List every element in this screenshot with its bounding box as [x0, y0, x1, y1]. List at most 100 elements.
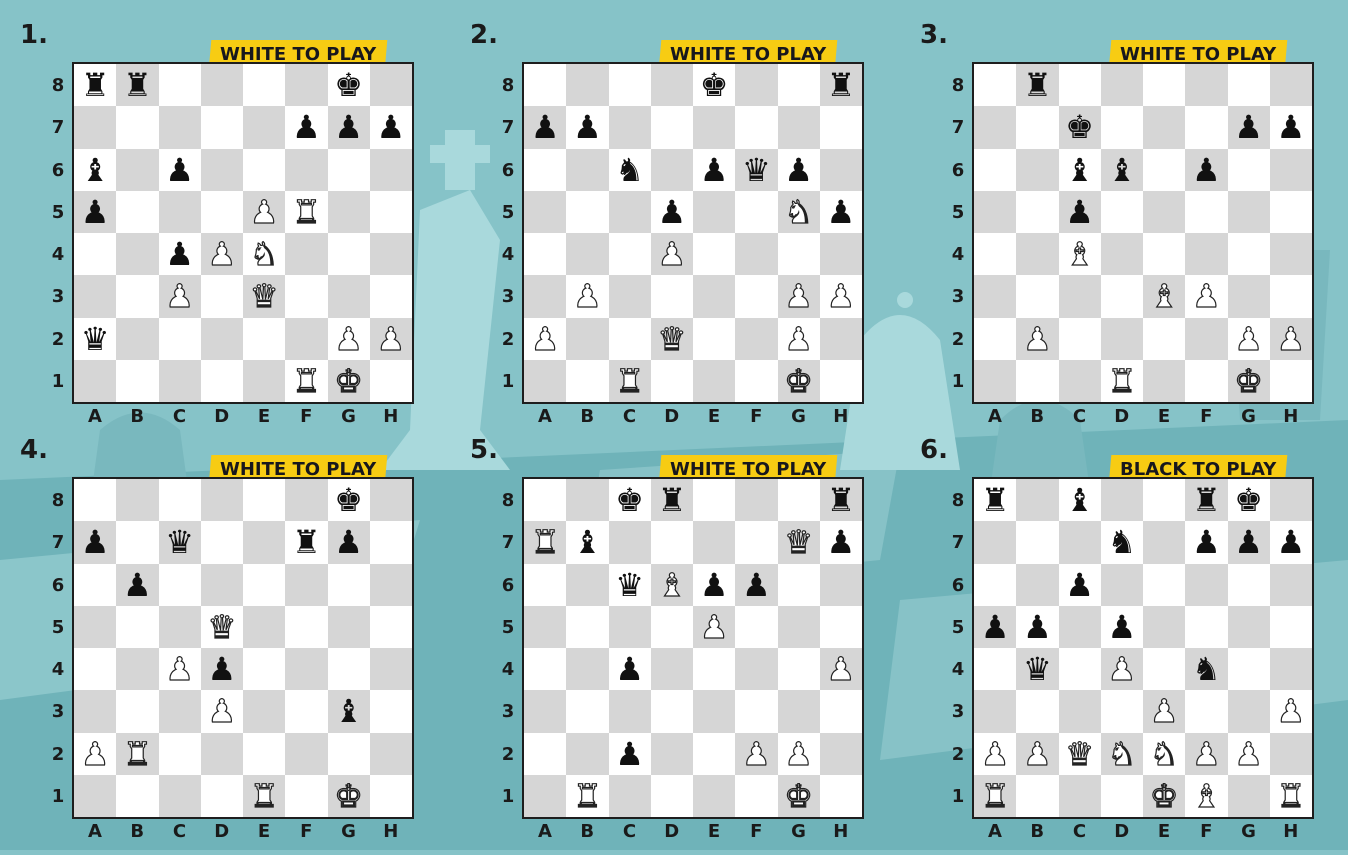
- square-b6[interactable]: [116, 149, 158, 191]
- square-e8[interactable]: [243, 479, 285, 521]
- square-b6[interactable]: [1016, 149, 1058, 191]
- square-e8[interactable]: [1143, 479, 1185, 521]
- square-a3[interactable]: [974, 275, 1016, 317]
- black-pawn-icon[interactable]: ♟: [165, 154, 194, 186]
- square-b8[interactable]: [1016, 479, 1058, 521]
- square-c7[interactable]: [1059, 521, 1101, 563]
- square-g2[interactable]: [328, 733, 370, 775]
- black-pawn-icon[interactable]: ♟: [784, 154, 813, 186]
- white-pawn-icon[interactable]: ♟: [784, 280, 813, 312]
- square-c6[interactable]: ♞: [609, 149, 651, 191]
- white-pawn-icon[interactable]: ♟: [250, 196, 279, 228]
- square-d4[interactable]: [1101, 233, 1143, 275]
- square-e4[interactable]: [693, 233, 735, 275]
- square-a1[interactable]: [974, 360, 1016, 402]
- square-e5[interactable]: [243, 606, 285, 648]
- square-f2[interactable]: ♟: [1185, 733, 1227, 775]
- square-f4[interactable]: [285, 648, 327, 690]
- square-f2[interactable]: [1185, 318, 1227, 360]
- square-e8[interactable]: ♚: [693, 64, 735, 106]
- square-d2[interactable]: ♞: [1101, 733, 1143, 775]
- square-g8[interactable]: [778, 64, 820, 106]
- black-pawn-icon[interactable]: ♟: [827, 196, 856, 228]
- square-f6[interactable]: ♛: [735, 149, 777, 191]
- square-c7[interactable]: [609, 106, 651, 148]
- white-king-icon[interactable]: ♚: [1150, 780, 1179, 812]
- square-f8[interactable]: [285, 64, 327, 106]
- square-e4[interactable]: [1143, 233, 1185, 275]
- square-e4[interactable]: [693, 648, 735, 690]
- square-f5[interactable]: [1185, 606, 1227, 648]
- square-c7[interactable]: ♚: [1059, 106, 1101, 148]
- square-d6[interactable]: [201, 149, 243, 191]
- square-b5[interactable]: [566, 606, 608, 648]
- square-a2[interactable]: ♟: [524, 318, 566, 360]
- square-e7[interactable]: [243, 521, 285, 563]
- square-h6[interactable]: [820, 149, 862, 191]
- white-pawn-icon[interactable]: ♟: [1108, 653, 1137, 685]
- square-a5[interactable]: ♟: [974, 606, 1016, 648]
- square-d8[interactable]: [201, 64, 243, 106]
- white-pawn-icon[interactable]: ♟: [1192, 280, 1221, 312]
- square-f5[interactable]: [735, 191, 777, 233]
- square-b5[interactable]: [566, 191, 608, 233]
- square-h2[interactable]: [370, 733, 412, 775]
- square-f1[interactable]: [735, 360, 777, 402]
- black-pawn-icon[interactable]: ♟: [165, 238, 194, 270]
- square-f7[interactable]: ♟: [1185, 521, 1227, 563]
- square-h3[interactable]: [820, 690, 862, 732]
- square-g1[interactable]: ♚: [1228, 360, 1270, 402]
- square-h4[interactable]: [1270, 648, 1312, 690]
- white-pawn-icon[interactable]: ♟: [81, 738, 110, 770]
- square-e8[interactable]: [243, 64, 285, 106]
- square-h1[interactable]: ♜: [1270, 775, 1312, 817]
- square-f6[interactable]: [285, 564, 327, 606]
- black-pawn-icon[interactable]: ♟: [827, 526, 856, 558]
- square-b2[interactable]: ♜: [116, 733, 158, 775]
- square-b8[interactable]: [566, 479, 608, 521]
- square-g7[interactable]: [778, 106, 820, 148]
- square-c4[interactable]: [609, 233, 651, 275]
- black-rook-icon[interactable]: ♜: [1023, 69, 1052, 101]
- square-e3[interactable]: [693, 275, 735, 317]
- white-pawn-icon[interactable]: ♟: [165, 653, 194, 685]
- square-e3[interactable]: ♟: [1143, 690, 1185, 732]
- square-c5[interactable]: [609, 191, 651, 233]
- square-f8[interactable]: [1185, 64, 1227, 106]
- square-f1[interactable]: ♝: [1185, 775, 1227, 817]
- black-queen-icon[interactable]: ♛: [165, 526, 194, 558]
- square-b2[interactable]: ♟: [1016, 733, 1058, 775]
- square-e1[interactable]: [693, 360, 735, 402]
- black-pawn-icon[interactable]: ♟: [658, 196, 687, 228]
- square-c1[interactable]: [609, 775, 651, 817]
- white-pawn-icon[interactable]: ♟: [658, 238, 687, 270]
- square-c8[interactable]: [159, 64, 201, 106]
- square-c6[interactable]: ♛: [609, 564, 651, 606]
- square-g8[interactable]: ♚: [1228, 479, 1270, 521]
- square-g6[interactable]: [328, 564, 370, 606]
- square-e6[interactable]: [1143, 564, 1185, 606]
- white-pawn-icon[interactable]: ♟: [1234, 738, 1263, 770]
- square-g6[interactable]: [1228, 149, 1270, 191]
- black-pawn-icon[interactable]: ♟: [377, 111, 406, 143]
- square-f7[interactable]: ♟: [285, 106, 327, 148]
- square-c4[interactable]: ♟: [159, 233, 201, 275]
- square-h8[interactable]: ♜: [820, 479, 862, 521]
- square-c6[interactable]: ♝: [1059, 149, 1101, 191]
- square-a8[interactable]: [974, 64, 1016, 106]
- black-rook-icon[interactable]: ♜: [981, 484, 1010, 516]
- square-a6[interactable]: [74, 564, 116, 606]
- square-b5[interactable]: [116, 606, 158, 648]
- square-a1[interactable]: ♜: [974, 775, 1016, 817]
- square-e8[interactable]: [693, 479, 735, 521]
- square-c5[interactable]: [609, 606, 651, 648]
- square-c5[interactable]: [159, 606, 201, 648]
- square-d3[interactable]: [651, 690, 693, 732]
- black-pawn-icon[interactable]: ♟: [742, 569, 771, 601]
- white-knight-icon[interactable]: ♞: [784, 196, 813, 228]
- square-e3[interactable]: ♝: [1143, 275, 1185, 317]
- square-g4[interactable]: [1228, 648, 1270, 690]
- square-b5[interactable]: ♟: [1016, 606, 1058, 648]
- square-c4[interactable]: [1059, 648, 1101, 690]
- black-pawn-icon[interactable]: ♟: [700, 569, 729, 601]
